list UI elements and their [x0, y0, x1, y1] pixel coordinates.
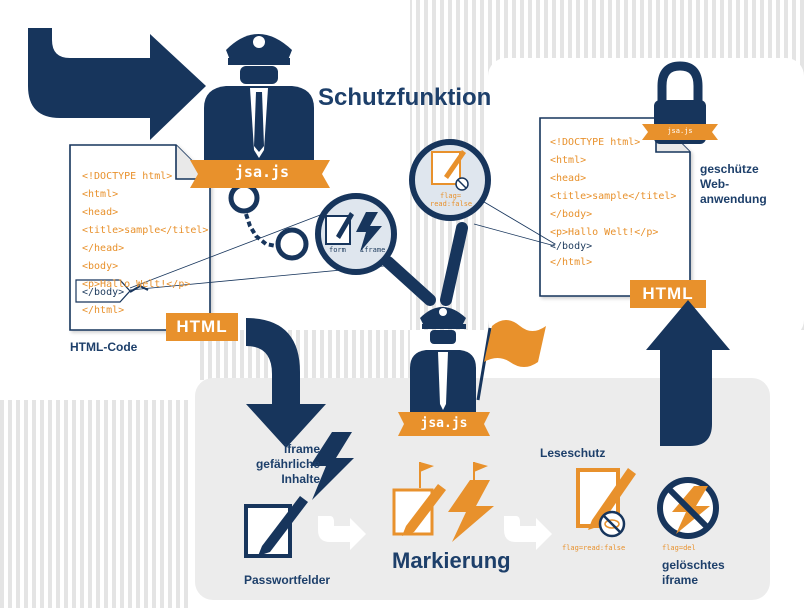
- magnifier-flag-line: flag=: [440, 192, 462, 200]
- marking-label: Markierung: [392, 548, 511, 573]
- right-doc-label-line: Web-: [700, 177, 730, 191]
- right-code-line: <title>sample</titel>: [550, 191, 677, 202]
- left-code-line: <html>: [82, 189, 119, 200]
- magnifier-flag-line: read:false: [430, 200, 473, 208]
- danger-label-line: Inhalte: [281, 472, 320, 486]
- right-code-line-highlight: </body>: [550, 241, 593, 252]
- right-html-badge: HTML: [642, 284, 694, 303]
- lightning-icon-navy: [310, 432, 354, 500]
- guard-top: [190, 34, 330, 188]
- striped-bg-bottom-left: [0, 400, 190, 608]
- password-label: Passwortfelder: [244, 573, 331, 587]
- jsa-badge-top: jsa.js: [234, 163, 290, 181]
- magnifier-handle-2: [440, 222, 468, 306]
- danger-label-line: gefährliche: [255, 457, 320, 471]
- left-code-line: </html>: [82, 305, 125, 316]
- left-code-line-highlight: </body>: [82, 287, 125, 298]
- left-code-line: <p>Hallo Welt!</p>: [82, 279, 191, 290]
- lock-badge: jsa.js: [667, 127, 693, 135]
- body-tag-highlight: [75, 279, 131, 303]
- deleted-iframe-label-line: iframe: [662, 573, 699, 587]
- left-code-line: </head>: [82, 243, 125, 254]
- deleted-iframe-icon: [657, 477, 719, 539]
- magnifier-flag: [409, 139, 491, 221]
- marked-password-icon: [392, 462, 446, 536]
- right-code-line: </html>: [550, 257, 593, 268]
- right-code-line: <head>: [550, 173, 587, 184]
- danger-label-line: iframe: [283, 442, 320, 456]
- right-code-line: <p>Hallo Welt!</p>: [550, 227, 659, 238]
- left-html-badge-bg: [166, 313, 238, 341]
- up-arrow: [646, 300, 730, 446]
- diagram-title: Schutzfunktion: [318, 84, 492, 111]
- magnifier-handle-1: [382, 256, 436, 306]
- left-code-line: <title>sample</titel>: [82, 225, 209, 236]
- left-code-line: <head>: [82, 207, 119, 218]
- password-field-icon: [244, 496, 308, 558]
- guard-center: [398, 307, 546, 436]
- left-code-line: <!DOCTYPE html>: [82, 171, 173, 182]
- right-doc-label-line: geschütze: [700, 162, 759, 176]
- magnifier-iframe-label: iframe: [360, 246, 386, 254]
- magnifier-form-iframe: [315, 193, 397, 275]
- jsa-badge-center: jsa.js: [420, 416, 468, 431]
- right-code-line: <!DOCTYPE html>: [550, 137, 641, 148]
- padlock-icon: [642, 61, 718, 144]
- read-protection-icon: [576, 468, 636, 538]
- entry-arrow: [28, 28, 206, 140]
- flag-del-text: flag=del: [662, 544, 696, 552]
- left-code-line: <body>: [82, 261, 119, 272]
- right-html-badge-bg: [630, 280, 706, 308]
- marked-lightning-icon: [448, 462, 494, 542]
- left-doc-label: HTML-Code: [70, 340, 138, 354]
- magnifier-form-label: form: [329, 246, 346, 254]
- right-code-line: </body>: [550, 209, 593, 220]
- right-doc-label-line: anwendung: [700, 192, 767, 206]
- right-code-line: <html>: [550, 155, 587, 166]
- flag-read-text: flag=read:false: [562, 544, 626, 552]
- read-protection-label: Leseschutz: [540, 446, 606, 460]
- down-arrow: [246, 318, 326, 448]
- deleted-iframe-label-line: gelöschtes: [662, 558, 725, 572]
- left-html-badge: HTML: [176, 317, 228, 336]
- process-arrows: [318, 516, 552, 550]
